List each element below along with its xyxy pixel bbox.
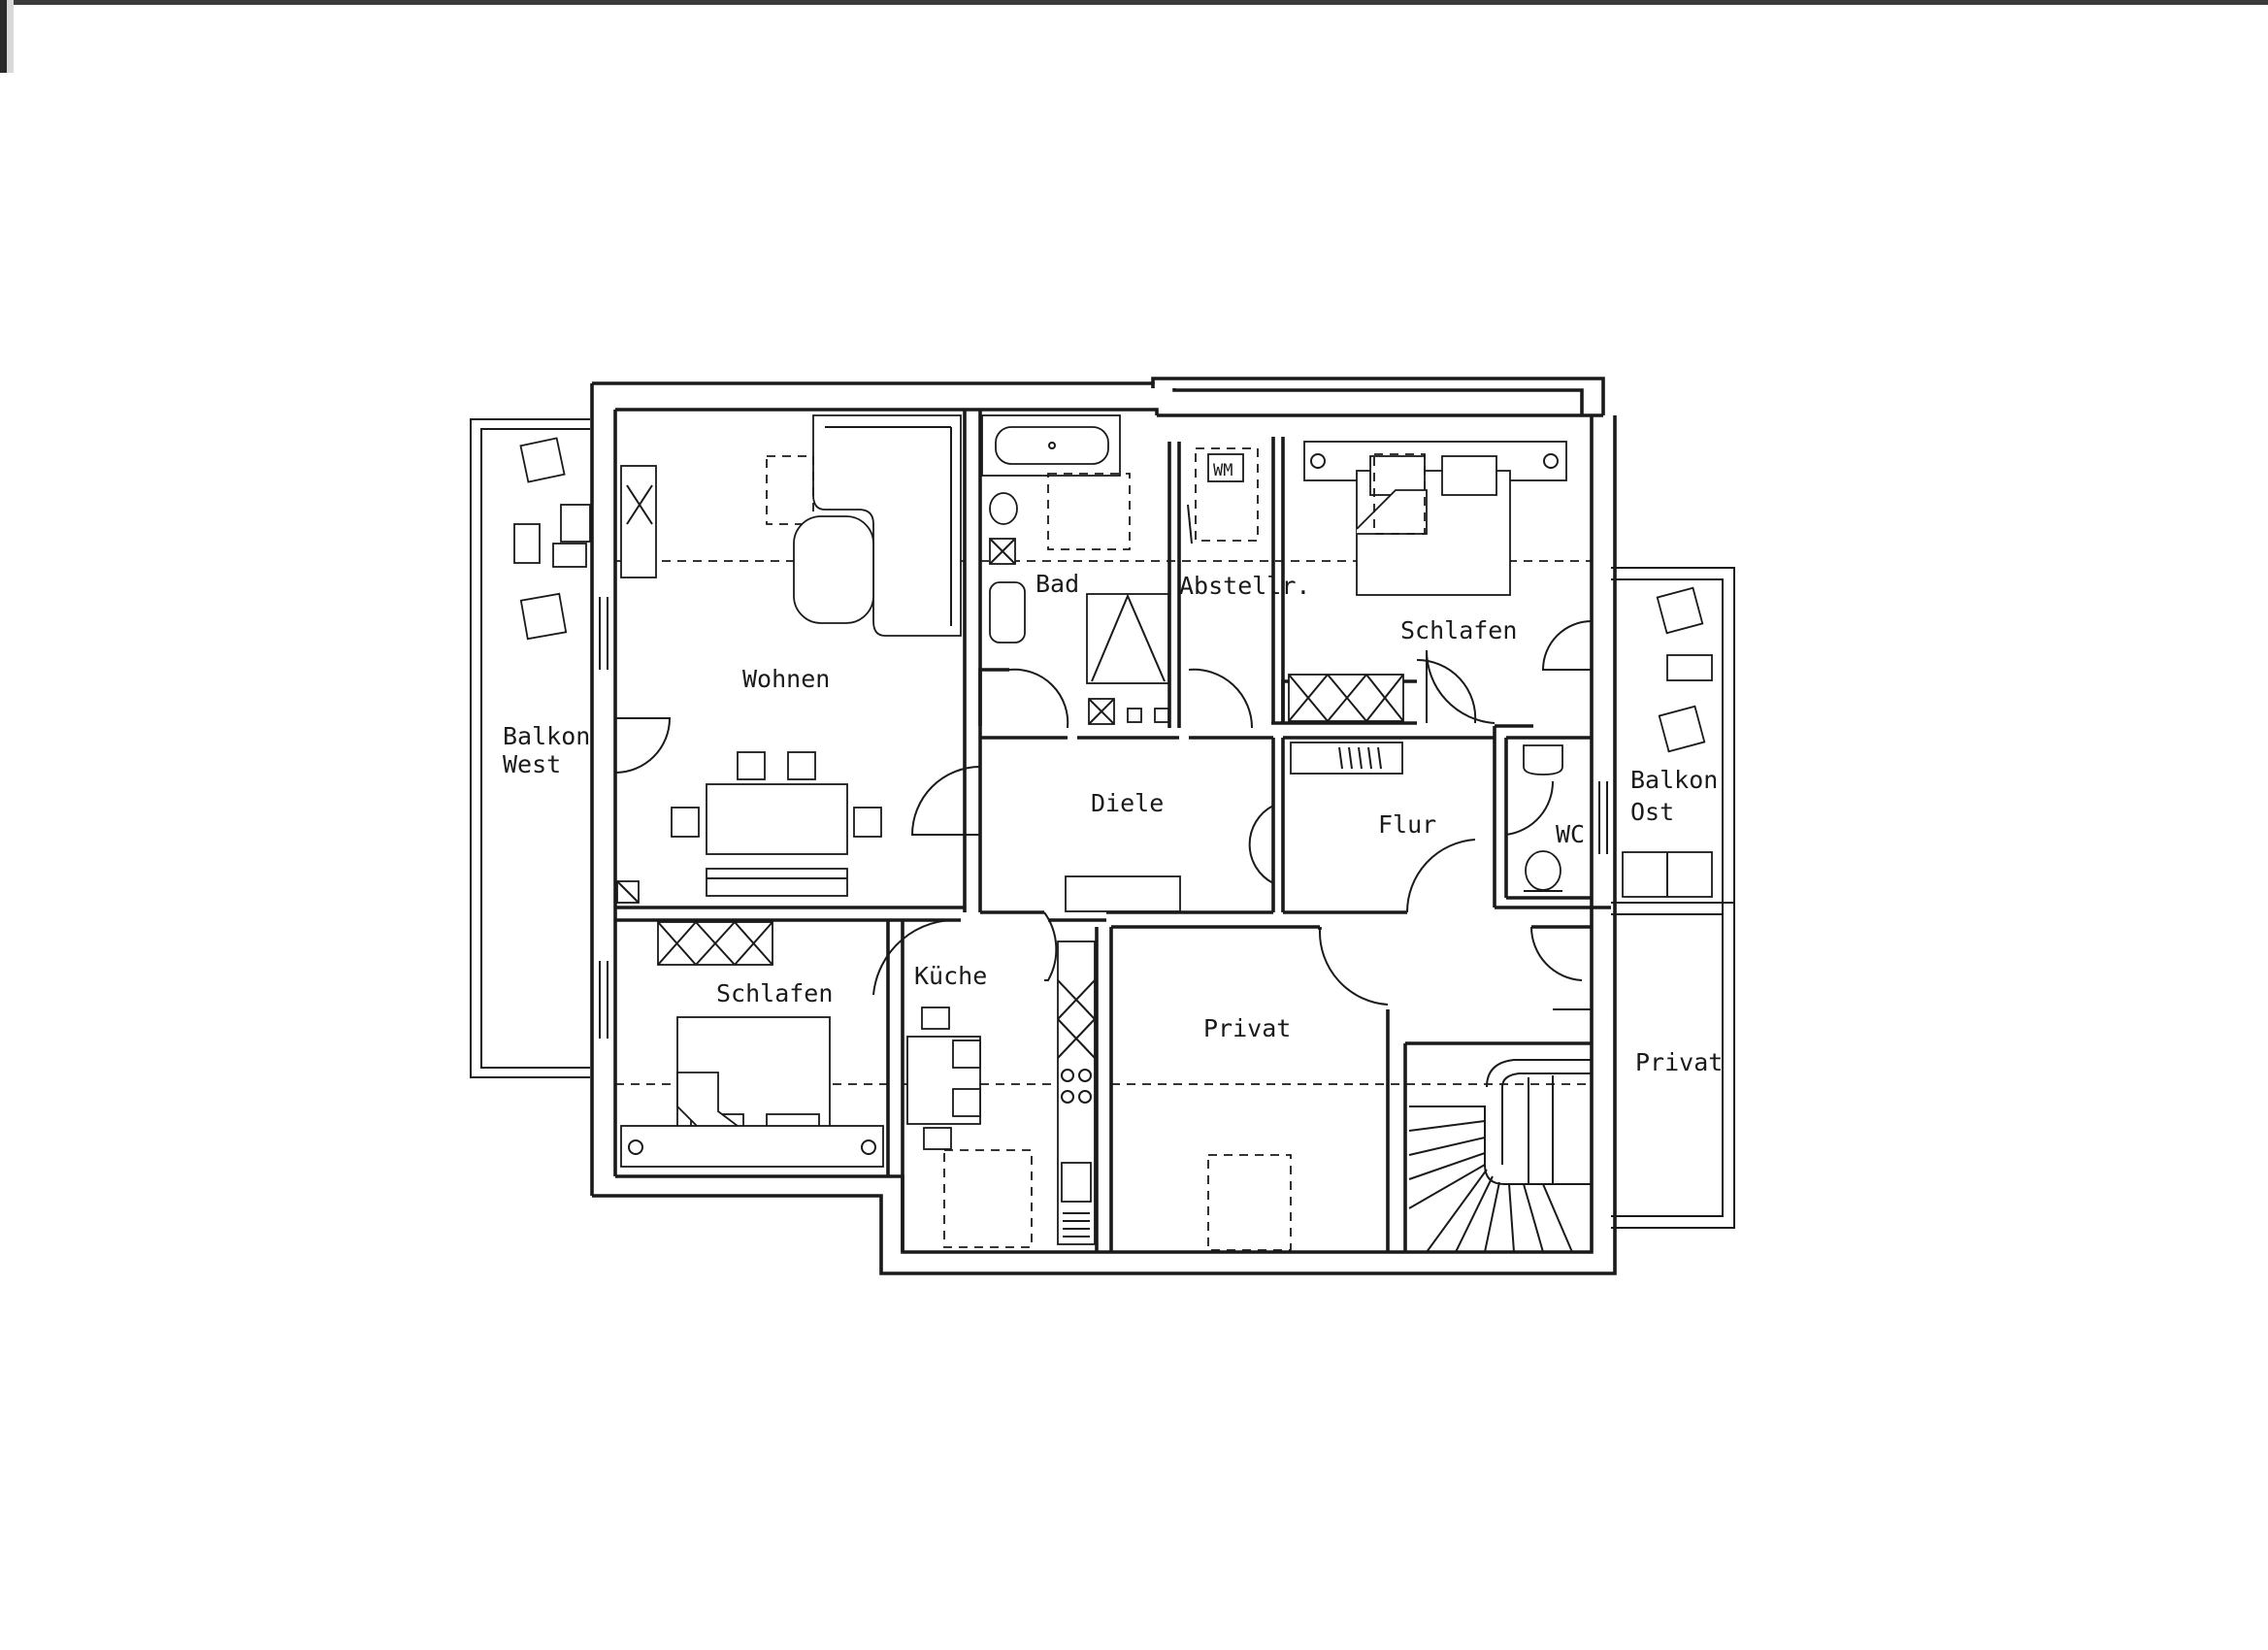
balcony-east <box>1611 567 1735 1229</box>
room-label-balkon-west: Balkon <box>503 722 590 750</box>
room-label-flur: Flur <box>1378 810 1436 839</box>
room-label-privat-mitte: Privat <box>1203 1014 1291 1042</box>
balcony-west <box>470 418 591 1078</box>
wc-fixtures <box>1523 744 1563 892</box>
flur-furniture <box>1290 742 1403 775</box>
room-label-wc: WC <box>1556 820 1585 848</box>
wohnen-furniture <box>616 414 962 904</box>
room-label-abstellraum: Abstellr. <box>1179 572 1310 600</box>
room-label-schlafen-west: Schlafen <box>716 979 833 1007</box>
room-labels: Wohnen Bad Abstellr. Schlafen Balkon Wes… <box>503 570 1723 1076</box>
room-label-balkon-ost: Balkon <box>1630 766 1718 794</box>
scan-edge-top <box>0 0 2268 5</box>
room-label-balkon-west-2: West <box>503 750 561 778</box>
washing-machine-label: WM <box>1213 461 1233 480</box>
staircase <box>1408 1059 1592 1253</box>
kueche-furniture <box>906 940 1096 1248</box>
room-label-privat-ost: Privat <box>1635 1048 1723 1076</box>
room-label-schlafen-ost: Schlafen <box>1400 616 1517 644</box>
room-label-diele: Diele <box>1091 789 1164 817</box>
schlafen-west-furniture <box>620 921 884 1168</box>
doors <box>614 620 1593 1010</box>
room-label-bad: Bad <box>1035 570 1079 598</box>
room-label-kueche: Küche <box>914 962 987 990</box>
interior-walls <box>615 410 1611 1252</box>
scan-edge-left <box>0 0 14 73</box>
privat-mitte-furniture <box>1207 1154 1292 1251</box>
room-label-balkon-ost-2: Ost <box>1630 798 1674 826</box>
bad-fixtures <box>981 414 1169 725</box>
room-label-wohnen: Wohnen <box>742 665 830 693</box>
diele-furniture <box>1065 875 1181 912</box>
schlafen-ost-furniture <box>1288 441 1567 722</box>
abstellraum-fixtures: WM <box>1187 447 1259 544</box>
